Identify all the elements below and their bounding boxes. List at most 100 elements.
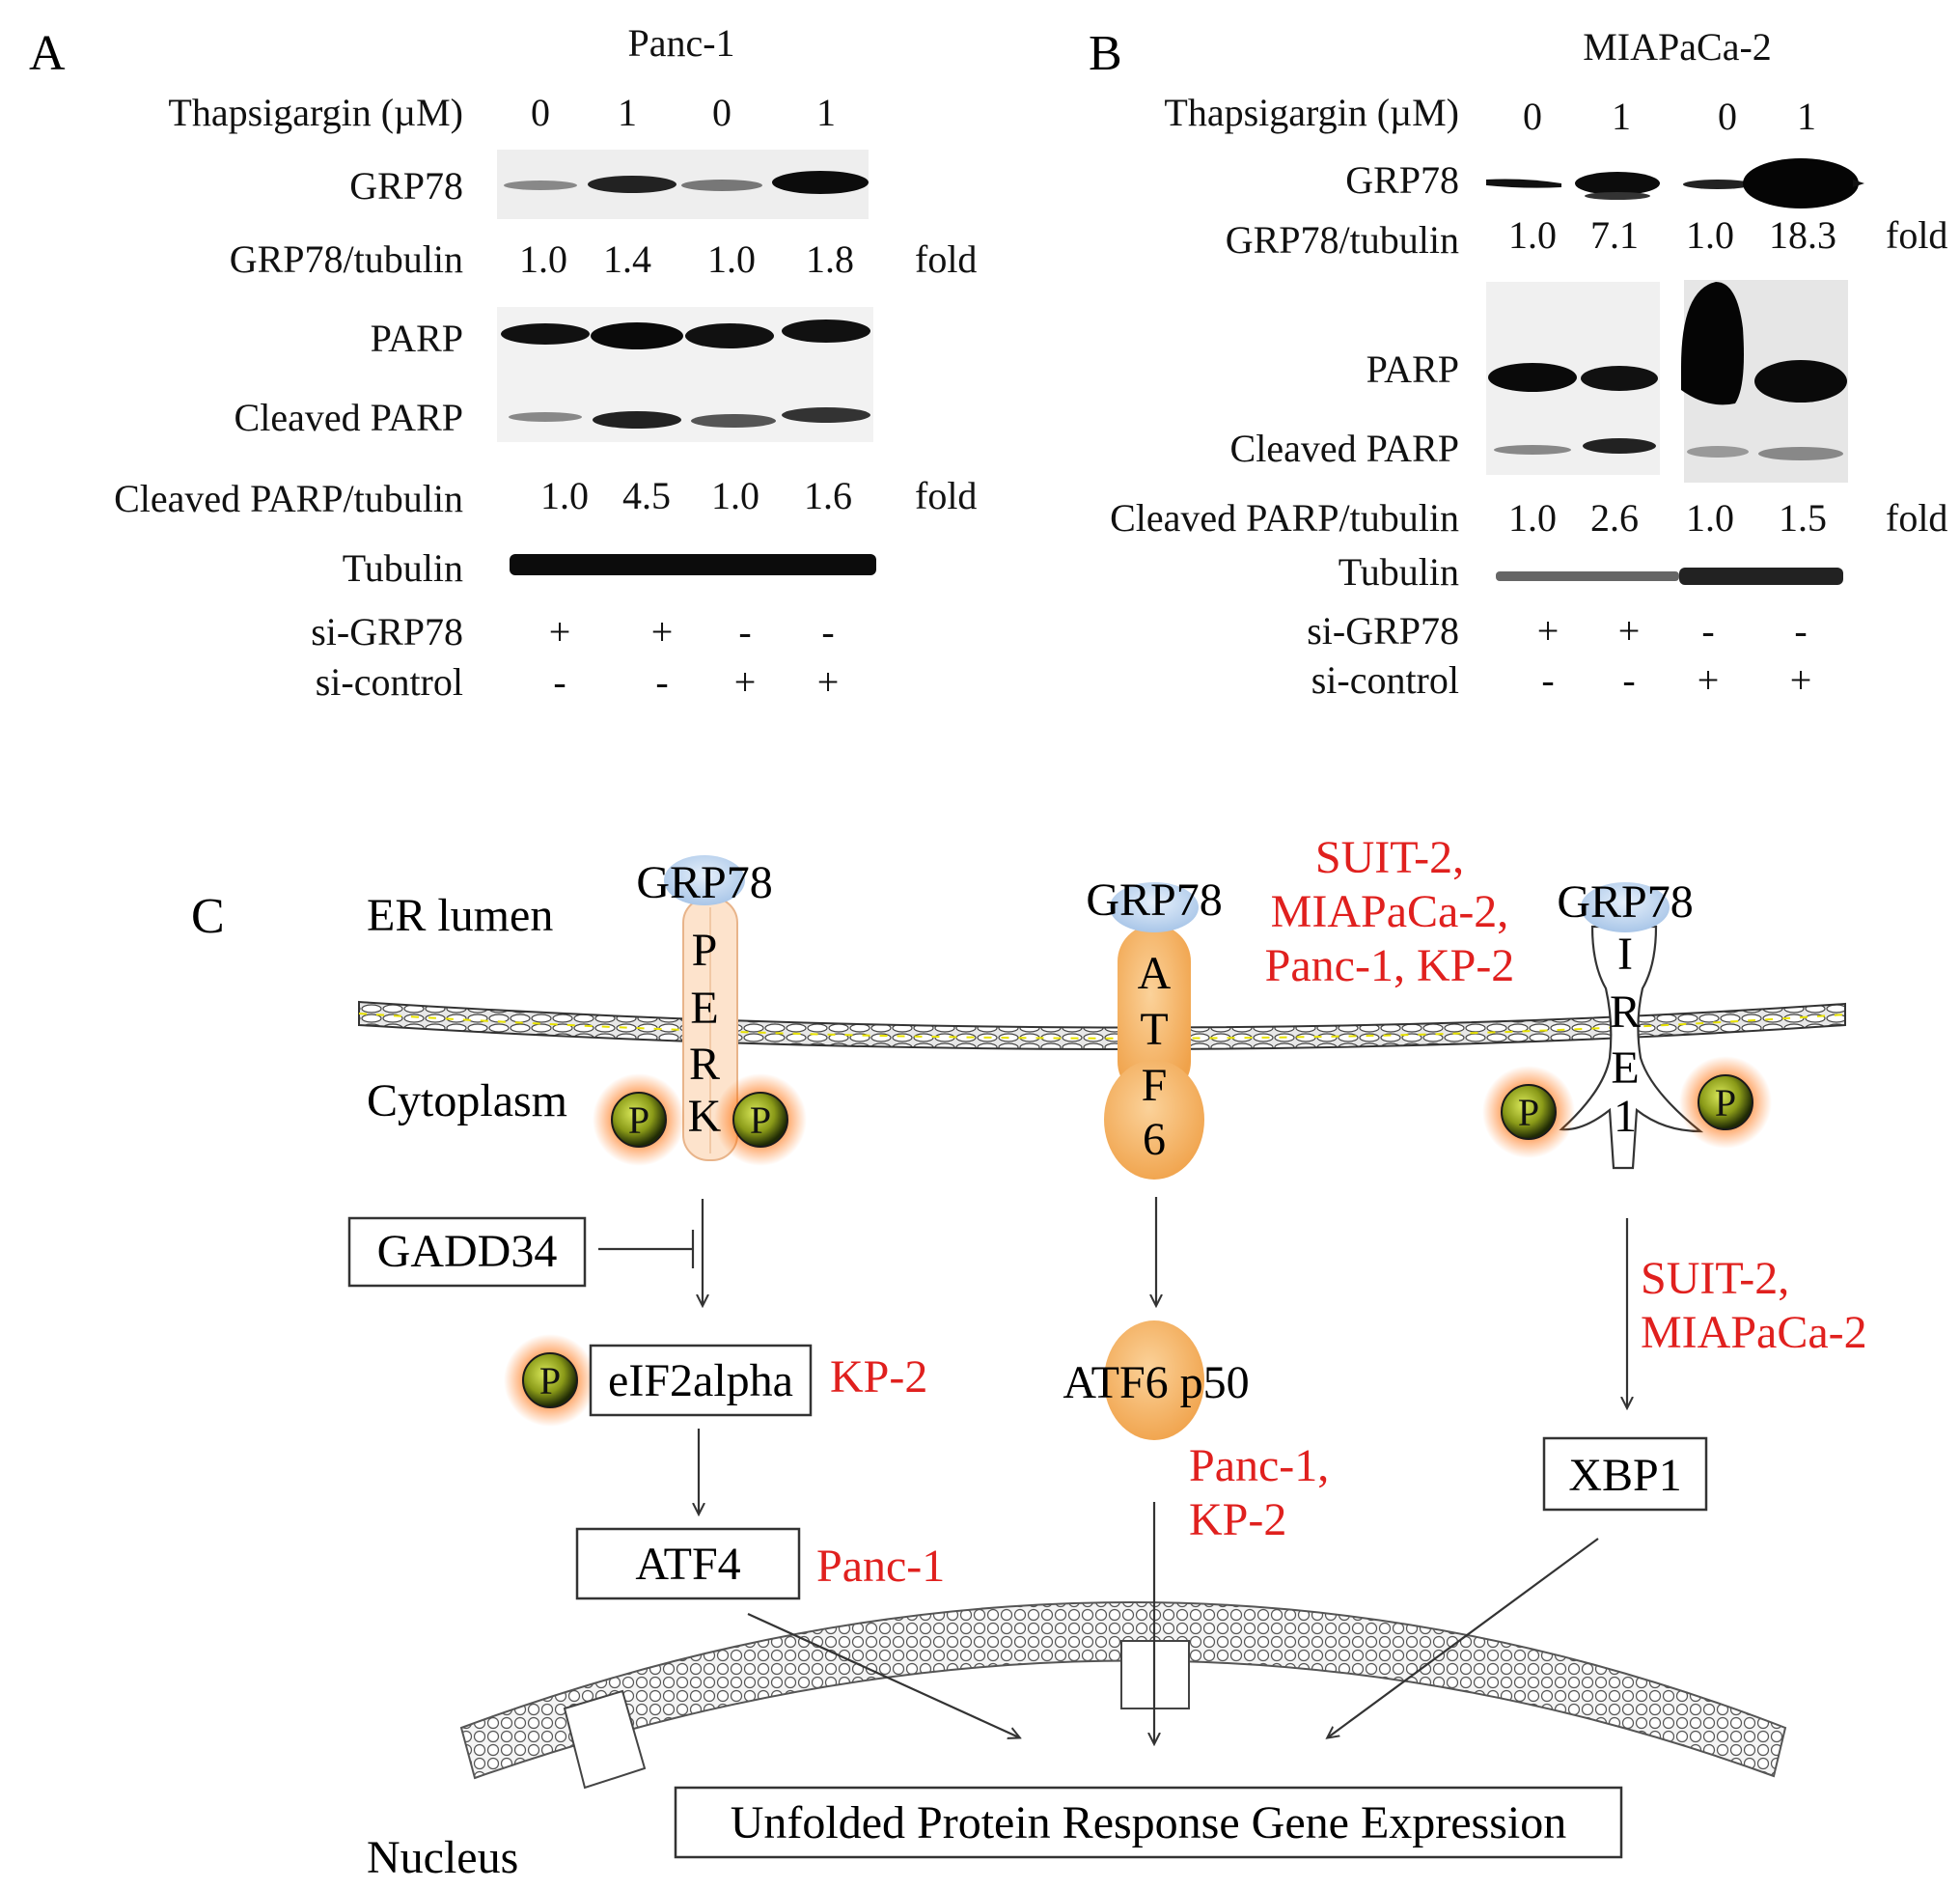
panel-a-thap-4: 1 [816,91,836,134]
panel-a-si-grp78-4: - [821,610,834,653]
ire1-cell-lines-2: MIAPaCa-2 [1641,1307,1867,1358]
panel-b-grp78-label: GRP78 [1345,158,1459,202]
panel-b-grp78-ratio-1: 1.0 [1508,213,1557,257]
eif2-phospho-label: P [539,1359,561,1403]
perk-letter-3: R [689,1039,720,1090]
panel-a-grp78-label: GRP78 [349,164,463,208]
eif2alpha-box: eIF2alpha [589,1344,813,1417]
panel-b-parp-blot [1486,280,1848,483]
atf6-letter-4: 6 [1143,1114,1166,1165]
panel-b-grp78-ratio-3: 1.0 [1686,213,1734,257]
panel-b-cell-line: MIAPaCa-2 [1583,25,1772,69]
panel-b-thap-4: 1 [1797,95,1816,138]
panel-b-cleaved-fold: fold [1886,496,1947,540]
panel-a-grp78-ratio-4: 1.8 [806,237,854,281]
xbp1-box: XBP1 [1542,1436,1708,1512]
panel-a-grp78-ratio-2: 1.4 [603,237,651,281]
ire1-cell-lines-1: SUIT-2, [1641,1253,1789,1304]
atf4-to-nucleus-arrow [747,1612,1019,1737]
panel-a-grp78-ratio-label: GRP78/tubulin [230,237,463,281]
panel-a-tubulin-label: Tubulin [343,546,463,590]
panel-a-cell-line: Panc-1 [627,21,734,65]
panel-b-grp78-ratio-2: 7.1 [1590,213,1639,257]
panel-a-si-control-1: - [553,660,566,704]
ire1-grp78-label: GRP78 [1557,876,1693,928]
panel-b-si-control-label: si-control [1311,658,1459,702]
panel-a-cleaved-ratio-3: 1.0 [711,474,759,517]
panel-b-cleaved-ratio-label: Cleaved PARP/tubulin [1110,496,1459,540]
ire1-phospho-right-icon [1698,1074,1753,1130]
panel-a-si-control-2: - [655,660,668,704]
panel-a-si-control-3: + [734,660,757,704]
panel-a-grp78-ratio-1: 1.0 [519,237,567,281]
panel-a-thap-3: 0 [712,91,732,134]
ire1-letter-2: R [1610,986,1641,1038]
atf6-p50-blob [1104,1320,1204,1440]
eif2-phospho-icon [522,1352,578,1408]
panel-a-si-grp78-2: + [651,610,674,653]
cytoplasm-label: Cytoplasm [367,1075,567,1126]
panel-a-si-grp78-1: + [549,610,571,653]
perk-grp78-cap [664,855,745,905]
perk-letter-1: P [692,925,718,976]
panel-b-si-control-1: - [1541,658,1554,702]
panel-b-si-grp78-3: - [1701,609,1714,653]
atf6-letter-2: T [1140,1004,1168,1055]
perk-receptor: GRP78 P E R K P P [593,855,807,1166]
ire1-receptor: GRP78 I R E 1 P P [1482,876,1772,1170]
nuclear-pore-left [563,1689,647,1790]
panel-b-grp78-ratio-4: 18.3 [1769,213,1836,257]
panel-b-thap-3: 0 [1718,95,1737,138]
er-lumen-label: ER lumen [367,890,553,941]
panel-b-si-grp78-4: - [1794,609,1807,653]
atf6-cell-lines-1: SUIT-2, [1315,832,1464,883]
panel-a-grp78-ratio-3: 1.0 [707,237,756,281]
atf6-cell-lines-3: Panc-1, KP-2 [1265,940,1515,991]
perk-letter-2: E [690,983,718,1034]
atf6-p50-label: ATF6 p50 [1063,1357,1249,1408]
ire1-phospho-left-icon [1501,1084,1557,1140]
atf4-label: ATF4 [635,1539,740,1590]
panel-a-grp78-fold: fold [915,237,977,281]
panel-b-si-grp78-label: si-GRP78 [1307,609,1459,653]
perk-grp78-label: GRP78 [636,857,772,908]
panel-b-si-grp78-1: + [1537,609,1560,653]
upr-label: Unfolded Protein Response Gene Expressio… [731,1797,1567,1848]
panel-b-thapsigargin-label: Thapsigargin (µM) [1164,91,1459,134]
eif2alpha-cell-lines: KP-2 [830,1351,927,1403]
xbp1-to-nucleus-arrow [1328,1538,1599,1737]
atf6-p50-cell-lines-1: Panc-1, [1189,1440,1329,1491]
panel-a-cleaved-ratio-1: 1.0 [540,474,589,517]
panel-b-cleaved-ratio-1: 1.0 [1508,496,1557,540]
panel-a-thap-1: 0 [531,91,550,134]
panel-b-thap-1: 0 [1523,95,1542,138]
xbp1-label: XBP1 [1568,1450,1681,1501]
panel-a-tubulin-blot [510,554,876,575]
perk-phospho-left-label: P [628,1098,649,1142]
panel-b-tubulin-blot [1496,568,1843,585]
nuclear-membrane [459,1601,1787,1780]
panel-a-thapsigargin-label: Thapsigargin (µM) [168,91,463,134]
atf6-receptor: GRP78 A T F 6 [1086,875,1223,1180]
panel-b-si-grp78-2: + [1618,609,1641,653]
panel-b-cleaved-ratio-4: 1.5 [1779,496,1827,540]
ire1-phospho-left-label: P [1518,1091,1539,1134]
atf6-p50-cell-lines-2: KP-2 [1189,1494,1286,1545]
panel-b-cleaved-ratio-2: 2.6 [1590,496,1639,540]
atf6-letter-3: F [1142,1060,1168,1111]
ire1-letter-3: E [1611,1042,1639,1094]
gadd34-box: GADD34 [347,1216,587,1288]
ire1-phospho-right-label: P [1715,1081,1736,1125]
panel-a-si-control-4: + [817,660,840,704]
panel-b-parp-label: PARP [1366,347,1459,391]
panel-a-cleaved-ratio-4: 1.6 [804,474,852,517]
atf6-grp78-label: GRP78 [1086,875,1222,926]
eif2alpha-label: eIF2alpha [608,1355,793,1406]
panel-b-cleaved-ratio-3: 1.0 [1686,496,1734,540]
atf4-cell-lines: Panc-1 [816,1541,945,1592]
panel-b: B MIAPaCa-2 Thapsigargin (µM) 0 1 0 1 GR… [1089,25,1947,702]
panel-b-si-control-3: + [1698,658,1720,702]
panel-a-cleaved-ratio-2: 4.5 [622,474,671,517]
ire1-letter-4: 1 [1614,1091,1637,1142]
